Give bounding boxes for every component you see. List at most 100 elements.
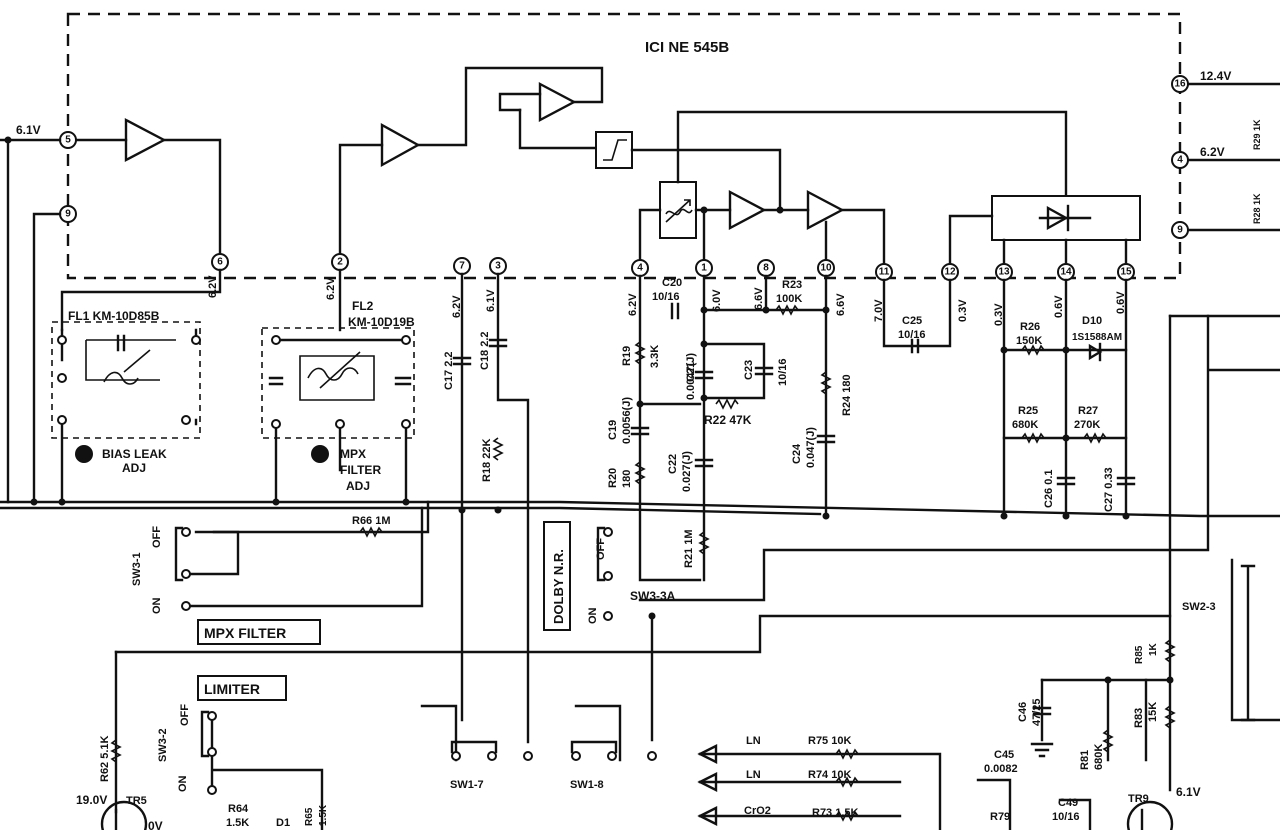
resistor-symbols	[110, 304, 1176, 822]
r75-label: R75 10K	[808, 735, 851, 747]
v-pin4r: 6.2V	[1200, 145, 1225, 159]
c49-label: C49	[1058, 797, 1078, 809]
sw3-1-label: SW3-1	[131, 552, 143, 586]
r79-label: R79	[990, 811, 1010, 823]
c24-label: C24	[791, 443, 803, 464]
sw3-3a-off: OFF	[595, 538, 607, 560]
r73-label: R73 1.5K	[812, 807, 859, 819]
pin-13: 13	[998, 267, 1010, 278]
r65-label: R65	[304, 807, 315, 826]
switch-bodies	[174, 526, 1256, 758]
fl2-part-label: KM-10D19B	[348, 315, 415, 329]
cro2-label: CrO2	[744, 805, 771, 817]
pin-3: 3	[495, 261, 501, 272]
c25-label: C25	[902, 315, 922, 327]
c23-label: C23	[743, 360, 755, 380]
arrow-ln1-icon	[697, 744, 718, 764]
capacitor-symbols	[116, 302, 1136, 716]
r21-label: R21 1M	[683, 529, 695, 568]
ln1-label: LN	[746, 735, 761, 747]
r27-label: R27	[1078, 405, 1098, 417]
pin-9-right: 9	[1177, 225, 1183, 236]
v-pin2: 6.2V	[325, 277, 337, 300]
diode-d10	[1088, 342, 1103, 362]
pin-4: 4	[637, 263, 643, 274]
v-pin13: 0.3V	[993, 303, 1005, 326]
r25-value: 680K	[1012, 419, 1038, 431]
c25-value: 10/16	[898, 329, 926, 341]
c22-label: C22	[667, 454, 679, 474]
r18-label: R18 22K	[481, 439, 493, 482]
c46-value: 47/25	[1031, 698, 1043, 726]
pin-1: 1	[701, 263, 707, 274]
sw3-3a-on: ON	[587, 607, 599, 624]
v-tr5-b: 19.0V	[76, 793, 107, 807]
dolby-box	[543, 521, 571, 631]
sw2-3-label: SW2-3	[1182, 601, 1216, 613]
pin-2: 2	[337, 257, 343, 268]
pin-5: 5	[65, 135, 71, 146]
d1-label: D1	[276, 817, 290, 829]
r62-label: R62 5.1K	[99, 735, 111, 782]
sw3-2-on: ON	[177, 775, 189, 792]
v-pin16: 12.4V	[1200, 69, 1231, 83]
ln2-label: LN	[746, 769, 761, 781]
transistor-tr5	[100, 800, 148, 830]
sw3-1-off: OFF	[151, 526, 163, 548]
ic-title: ICI NE 545B	[645, 39, 729, 56]
v-pin3: 6.1V	[485, 289, 497, 312]
fl2-label: FL2	[352, 299, 374, 313]
v-tr9: 6.1V	[1176, 785, 1201, 799]
pin-8: 8	[763, 263, 769, 274]
d10-label: D10	[1082, 315, 1102, 327]
switch-labels: SW3-1 OFF ON OFF ON SW3-3A SW3-2 OFF ON …	[131, 526, 1216, 792]
pin-12: 12	[944, 267, 956, 278]
r74-label: R74 10K	[808, 769, 851, 781]
sw3-3a-label: SW3-3A	[630, 589, 676, 603]
sw3-1-on: ON	[151, 597, 163, 614]
r83-label: R83	[1133, 708, 1145, 728]
r81-value: 680K	[1093, 744, 1105, 770]
pin-4-right: 4	[1177, 155, 1183, 166]
pin-7: 7	[459, 261, 465, 272]
c46-label: C46	[1017, 702, 1029, 722]
c22-value: 0.027(J)	[681, 451, 693, 492]
pin-6: 6	[217, 257, 223, 268]
v-pin8: 6.6V	[753, 287, 765, 310]
c26-label: C26 0.1	[1043, 469, 1055, 508]
r20-label: R20	[607, 468, 619, 488]
c18-label: C18 2.2	[479, 331, 491, 370]
r85-value: 1K	[1148, 642, 1159, 656]
r20-value: 180	[621, 470, 633, 488]
r29-label: R29 1K	[1252, 119, 1262, 150]
ic-outline	[66, 12, 1182, 280]
c27-label: C27 0.33	[1103, 467, 1115, 512]
pin-15: 15	[1120, 267, 1132, 278]
c45-label: C45	[994, 749, 1014, 761]
dolby-label: DOLBY N.R.	[551, 549, 566, 624]
c49-value: 10/16	[1052, 811, 1080, 823]
v-pin6: 6.2V	[207, 275, 219, 298]
junction-dots	[4, 136, 1174, 684]
mpx-label-1: MPX	[340, 447, 366, 461]
bias-leak-label: BIAS LEAK	[102, 447, 167, 461]
r81-label: R81	[1079, 750, 1091, 770]
v-pin10: 6.6V	[835, 293, 847, 316]
pin-10: 10	[820, 263, 832, 274]
component-labels: FL1 KM-10D85B FL2 KM-10D19B BIAS LEAK AD…	[68, 119, 1262, 829]
c19-value: 0.0056(J)	[621, 397, 633, 444]
sw1-8-label: SW1-8	[570, 779, 604, 791]
mpx-label-2: FILTER	[340, 463, 381, 477]
r83-value: 15K	[1147, 702, 1159, 722]
r27-value: 270K	[1074, 419, 1100, 431]
c20-label: C20	[662, 277, 682, 289]
c21-value: 0.0047(J)	[685, 353, 697, 400]
ic-internal-blocks	[66, 66, 1280, 264]
bias-adj-label: ADJ	[122, 461, 146, 475]
v-pin4: 6.2V	[627, 293, 639, 316]
pin-numbers: 5 9 6 2 7 3 4 1 8 10 11 12 13 14 15 16 4…	[65, 79, 1186, 278]
v-pin12: 0.3V	[957, 299, 969, 322]
c23-value: 10/16	[777, 358, 789, 386]
fl1-label: FL1 KM-10D85B	[68, 309, 160, 323]
